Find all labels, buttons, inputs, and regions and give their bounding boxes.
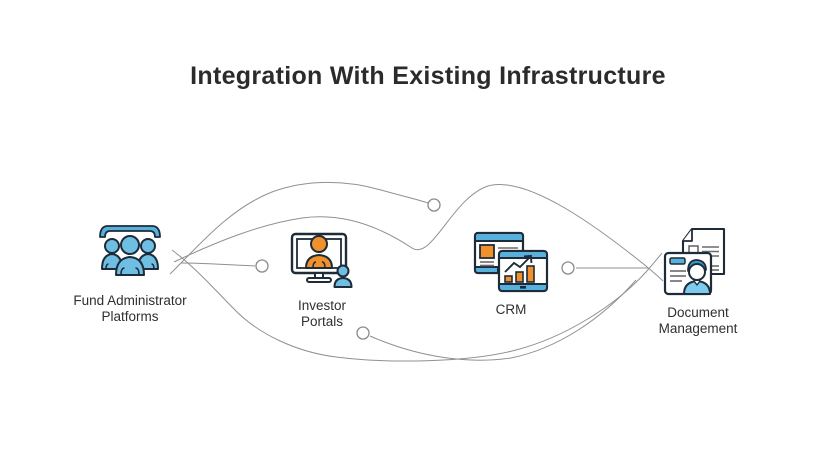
connector-node-circle xyxy=(356,326,370,340)
documents-person-icon xyxy=(662,226,734,301)
node-investor-portals: Investor Portals xyxy=(252,229,392,331)
connector-curve xyxy=(169,181,429,275)
node-label: Investor Portals xyxy=(297,298,347,330)
node-documents-person: Document Management xyxy=(628,226,768,338)
monitor-user-icon xyxy=(288,229,356,294)
node-label: Document Management xyxy=(658,305,738,337)
connector-curve xyxy=(369,279,637,361)
team-group-icon xyxy=(94,224,166,289)
connector-curve xyxy=(173,184,664,282)
node-label: Fund Administrator Platforms xyxy=(73,293,187,325)
node-fund-admin-platforms: Fund Administrator Platforms xyxy=(50,224,210,326)
page-title: Integration With Existing Infrastructure xyxy=(190,62,666,90)
node-label: CRM xyxy=(495,302,527,317)
connector-node-circle xyxy=(561,261,575,275)
browser-chart-icon xyxy=(472,231,550,298)
connector-curve xyxy=(171,249,663,362)
connector-node-circle xyxy=(427,198,441,212)
node-crm: CRM xyxy=(446,231,576,318)
connector-node-circle xyxy=(255,259,269,273)
